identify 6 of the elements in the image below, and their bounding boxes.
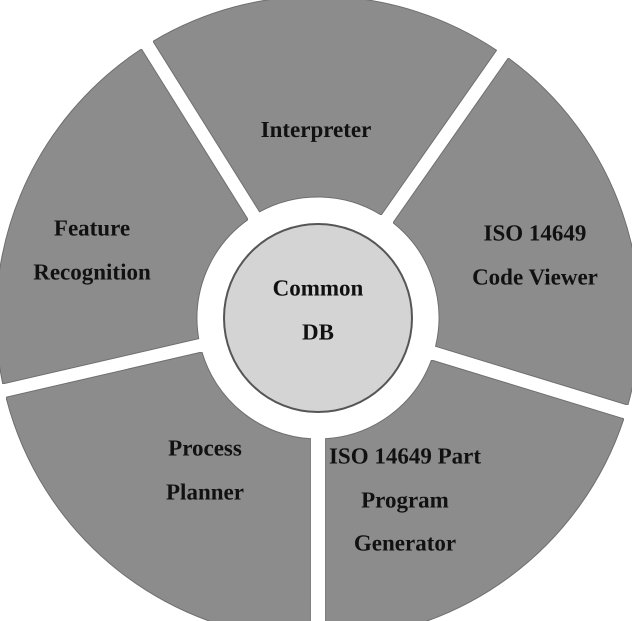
- segment-label: Process Planner: [165, 434, 245, 506]
- segment-label: ISO 14649 Code Viewer: [471, 219, 599, 291]
- segment-label: Interpreter: [260, 116, 372, 144]
- segment-label: Feature Recognition: [32, 214, 152, 287]
- segment-label: ISO 14649 Part Program Generator: [328, 442, 482, 558]
- segment-label: Common DB: [272, 274, 364, 346]
